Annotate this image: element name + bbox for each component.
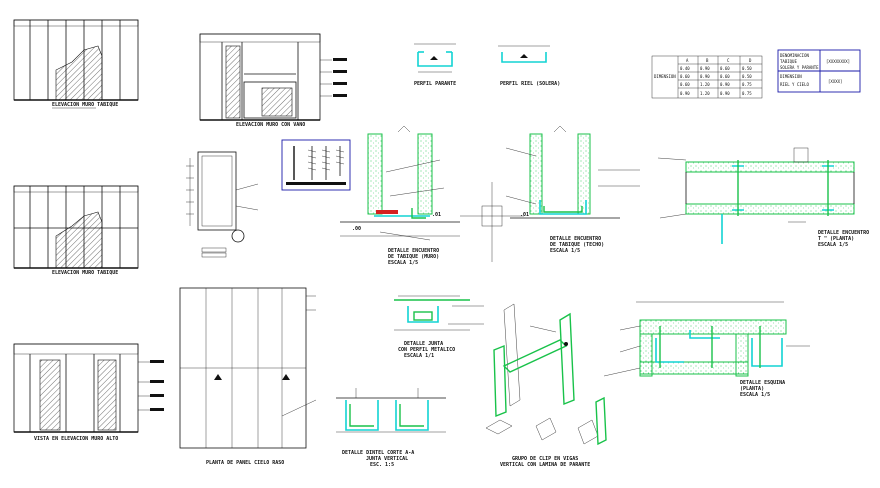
clip-group-subtitle: VERTICAL CON LAMINA DE PARANTE <box>500 462 590 468</box>
joint-detail-title: DETALLE JUNTA <box>404 341 443 347</box>
perfil-parante-label: PERFIL PARANTE <box>414 81 456 87</box>
legend-sym1: [XXXXXXXX] <box>826 59 850 64</box>
corner-detail-scale: ESCALA 1/5 <box>740 392 770 398</box>
table-cell: 0.60 <box>680 74 690 79</box>
elevation-wall-d[interactable]: VISTA EN ELEVACION MURO ALTO <box>13 343 164 442</box>
dimension-table: DIMENSION A B C D 0.40 0.90 0.60 0.50 0.… <box>651 55 763 99</box>
corner-detail-subtitle: (PLANTA) <box>740 386 764 392</box>
table-cell: 0.90 <box>700 66 710 71</box>
legend-r4: RIEL Y CIELO <box>780 82 809 87</box>
table-cell: 0.60 <box>680 82 690 87</box>
table-cell: 0.90 <box>720 82 730 87</box>
table-cell: 0.60 <box>720 66 730 71</box>
lintel-detail-subtitle: JUNTA VERTICAL <box>366 456 408 462</box>
lintel-detail-title: DETALLE DINTEL CORTE A-A <box>342 450 414 456</box>
elevation-wall-c[interactable]: ELEVACION MURO TABIQUE <box>13 185 139 276</box>
ceiling-panel-plan[interactable]: PLANTA DE PANEL CIELO RASO <box>179 287 317 466</box>
table-cell: 0.90 <box>680 91 690 96</box>
detail-1-subtitle: DE TABIQUE (MURO) <box>388 254 439 260</box>
table-cell: 0.50 <box>742 66 752 71</box>
level-label-1: .01 <box>432 212 441 218</box>
elev-d-title: VISTA EN ELEVACION MURO ALTO <box>34 436 118 442</box>
table-header-c: C <box>727 58 730 63</box>
clip-group-isometric[interactable]: GRUPO DE CLIP EN VIGAS VERTICAL CON LAMI… <box>485 303 607 468</box>
table-header-b: B <box>706 58 709 63</box>
detail-1-scale: ESCALA 1/5 <box>388 260 418 266</box>
elevation-wall-a[interactable]: ELEVACION MURO TABIQUE <box>13 19 139 109</box>
detail-corner-plan[interactable]: DETALLE ESQUINA (PLANTA) ESCALA 1/5 <box>603 301 810 398</box>
profile-stud[interactable]: PERFIL PARANTE <box>414 43 456 87</box>
detail-wall-junction-2[interactable]: .01 DETALLE ENCUENTRO DE TABIQUE (TECHO)… <box>505 125 640 254</box>
table-cell: 1.20 <box>700 82 710 87</box>
detail-lintel-section[interactable]: DETALLE DINTEL CORTE A-A JUNTA VERTICAL … <box>336 388 446 468</box>
detail-2-scale: ESCALA 1/5 <box>550 248 580 254</box>
table-header-dim: DIMENSION <box>654 74 676 79</box>
table-header-d: D <box>749 58 752 63</box>
corner-detail-title: DETALLE ESQUINA <box>740 380 785 386</box>
detail-1-title: DETALLE ENCUENTRO <box>388 248 439 254</box>
legend-r1: DENOMINACION <box>780 53 809 58</box>
elev-b-title: ELEVACION MURO CON VANO <box>236 122 305 128</box>
table-cell: 0.40 <box>680 66 690 71</box>
legend-sym2: [XXXX] <box>828 79 842 84</box>
table-cell: 0.50 <box>742 74 752 79</box>
elevation-wall-b[interactable]: ELEVACION MURO CON VANO <box>199 33 347 128</box>
legend-r1b: TABIQUE <box>780 59 797 64</box>
detail-3-scale: ESCALA 1/5 <box>818 242 848 248</box>
profile-track[interactable]: PERFIL RIEL (SOLERA) <box>498 45 560 87</box>
table-cell: 0.90 <box>700 74 710 79</box>
table-cell: 0.75 <box>742 91 752 96</box>
lintel-detail-scale: ESC. 1:5 <box>370 462 394 468</box>
table-cell: 0.90 <box>720 91 730 96</box>
detail-2-subtitle: DE TABIQUE (TECHO) <box>550 242 604 248</box>
section-marker <box>460 182 524 262</box>
level-label-3: .00 <box>352 226 361 232</box>
screws-detail[interactable] <box>281 139 351 191</box>
detail-t-junction[interactable]: DETALLE ENCUENTRO T " (PLANTA) ESCALA 1/… <box>657 147 869 248</box>
legend-r2: SOLERA Y PARANTE <box>780 65 819 70</box>
table-cell: 0.75 <box>742 82 752 87</box>
table-cell: 0.60 <box>720 74 730 79</box>
detail-wall-junction-1[interactable]: .01 .00 DETALLE ENCUENTRO DE TABIQUE (MU… <box>340 125 460 266</box>
detail-joint-profile[interactable]: DETALLE JUNTA CON PERFIL METALICO ESCALA… <box>394 295 484 359</box>
elev-a-title: ELEVACION MURO TABIQUE <box>52 102 118 108</box>
joint-detail-scale: ESCALA 1/1 <box>404 353 434 359</box>
legend-r3: DIMENSION <box>780 74 802 79</box>
detail-2-title: DETALLE ENCUENTRO <box>550 236 601 242</box>
detail-3-subtitle: T " (PLANTA) <box>818 236 854 242</box>
perfil-riel-label: PERFIL RIEL (SOLERA) <box>500 81 560 87</box>
joint-detail-subtitle: CON PERFIL METALICO <box>398 347 455 353</box>
table-cell: 1.20 <box>700 91 710 96</box>
panel-section-detail[interactable] <box>186 151 259 258</box>
clip-group-title: GRUPO DE CLIP EN VIGAS <box>512 456 578 462</box>
level-label-4: .01 <box>520 212 529 218</box>
legend-table: DENOMINACION TABIQUE SOLERA Y PARANTE DI… <box>777 49 861 93</box>
elev-c-title: ELEVACION MURO TABIQUE <box>52 270 118 276</box>
ceiling-plan-title: PLANTA DE PANEL CIELO RASO <box>206 460 284 466</box>
table-header-a: A <box>686 58 689 63</box>
detail-3-title: DETALLE ENCUENTRO <box>818 230 869 236</box>
